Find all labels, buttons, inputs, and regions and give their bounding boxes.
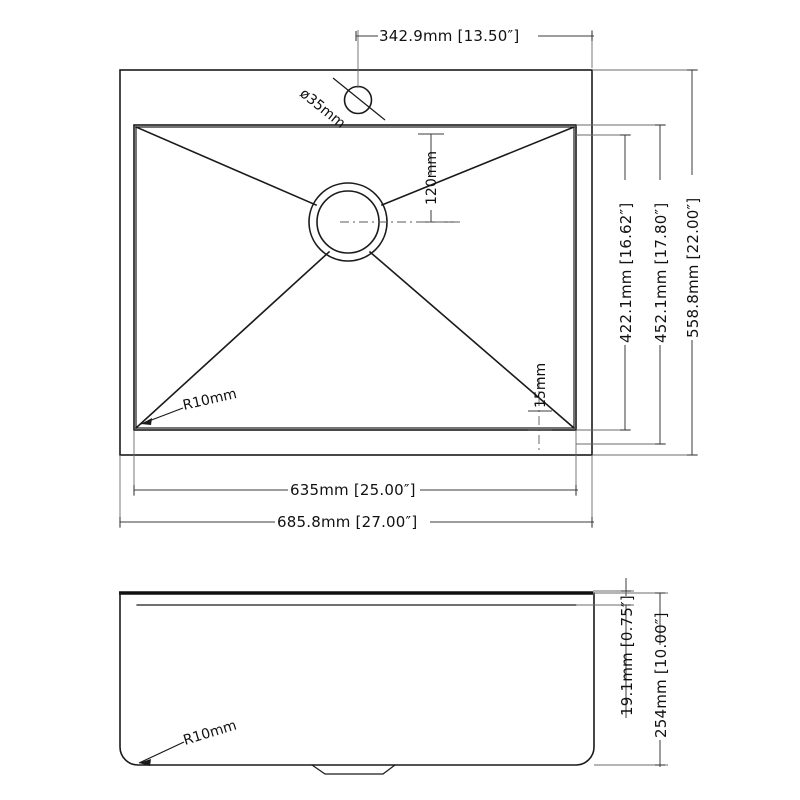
- radius-arrow-top: [141, 418, 152, 425]
- dim-bowl-width: 635mm [25.00″]: [133, 430, 578, 499]
- sink-deck-outline: [119, 69, 593, 456]
- dim-bowl-depth-mid: 452.1mm [17.80″]: [576, 124, 670, 445]
- bowl-body-section: [119, 592, 595, 766]
- radius-arrow-side: [139, 759, 151, 766]
- radius-label-side: R10mm: [181, 717, 238, 748]
- dim-overall-depth: 558.8mm [22.00″]: [592, 69, 702, 456]
- radius-label-top: R10mm: [181, 386, 238, 414]
- dim-faucet-offset: 342.9mm [13.50″]: [355, 27, 594, 88]
- drain-offset-label: 120mm: [424, 151, 440, 205]
- dim-overall-width: 685.8mm [27.00″]: [119, 455, 594, 531]
- dim-bowl-depth: 422.1mm [16.62″]: [576, 134, 635, 431]
- bowl-height-label: 254mm [10.00″]: [652, 612, 670, 738]
- dim-rim-thickness: 19.1mm [0.75″]: [576, 578, 636, 718]
- overall-depth-label: 558.8mm [22.00″]: [684, 198, 702, 338]
- bowl-inner-outline: [135, 126, 575, 429]
- top-view-group: ø35mm 342.9mm [13.50″] 120mm: [119, 27, 702, 531]
- faucet-hole-leader: [332, 77, 386, 121]
- dim-bowl-height: 254mm [10.00″]: [593, 592, 670, 767]
- side-view-group: R10mm 19.1mm [0.75″] 254mm [10.0: [119, 578, 670, 775]
- faucet-offset-label: 342.9mm [13.50″]: [379, 27, 519, 45]
- bowl-rim-outline: [133, 124, 577, 431]
- bowl-width-label: 635mm [25.00″]: [290, 481, 416, 499]
- dim-front-rim: 15mm: [528, 363, 552, 452]
- radius-callout-top: R10mm: [140, 386, 238, 425]
- bowl-depth-mid-label: 452.1mm [17.80″]: [652, 203, 670, 343]
- drain-recess-profile: [311, 764, 396, 775]
- rim-thickness-label: 19.1mm [0.75″]: [618, 595, 636, 716]
- bowl-depth-label: 422.1mm [16.62″]: [617, 203, 635, 343]
- radius-callout-side: R10mm: [138, 717, 239, 766]
- dim-drain-offset: 120mm: [340, 133, 460, 223]
- overall-width-label: 685.8mm [27.00″]: [277, 513, 417, 531]
- bowl-slope-lines: [134, 125, 576, 430]
- front-rim-label: 15mm: [533, 363, 549, 408]
